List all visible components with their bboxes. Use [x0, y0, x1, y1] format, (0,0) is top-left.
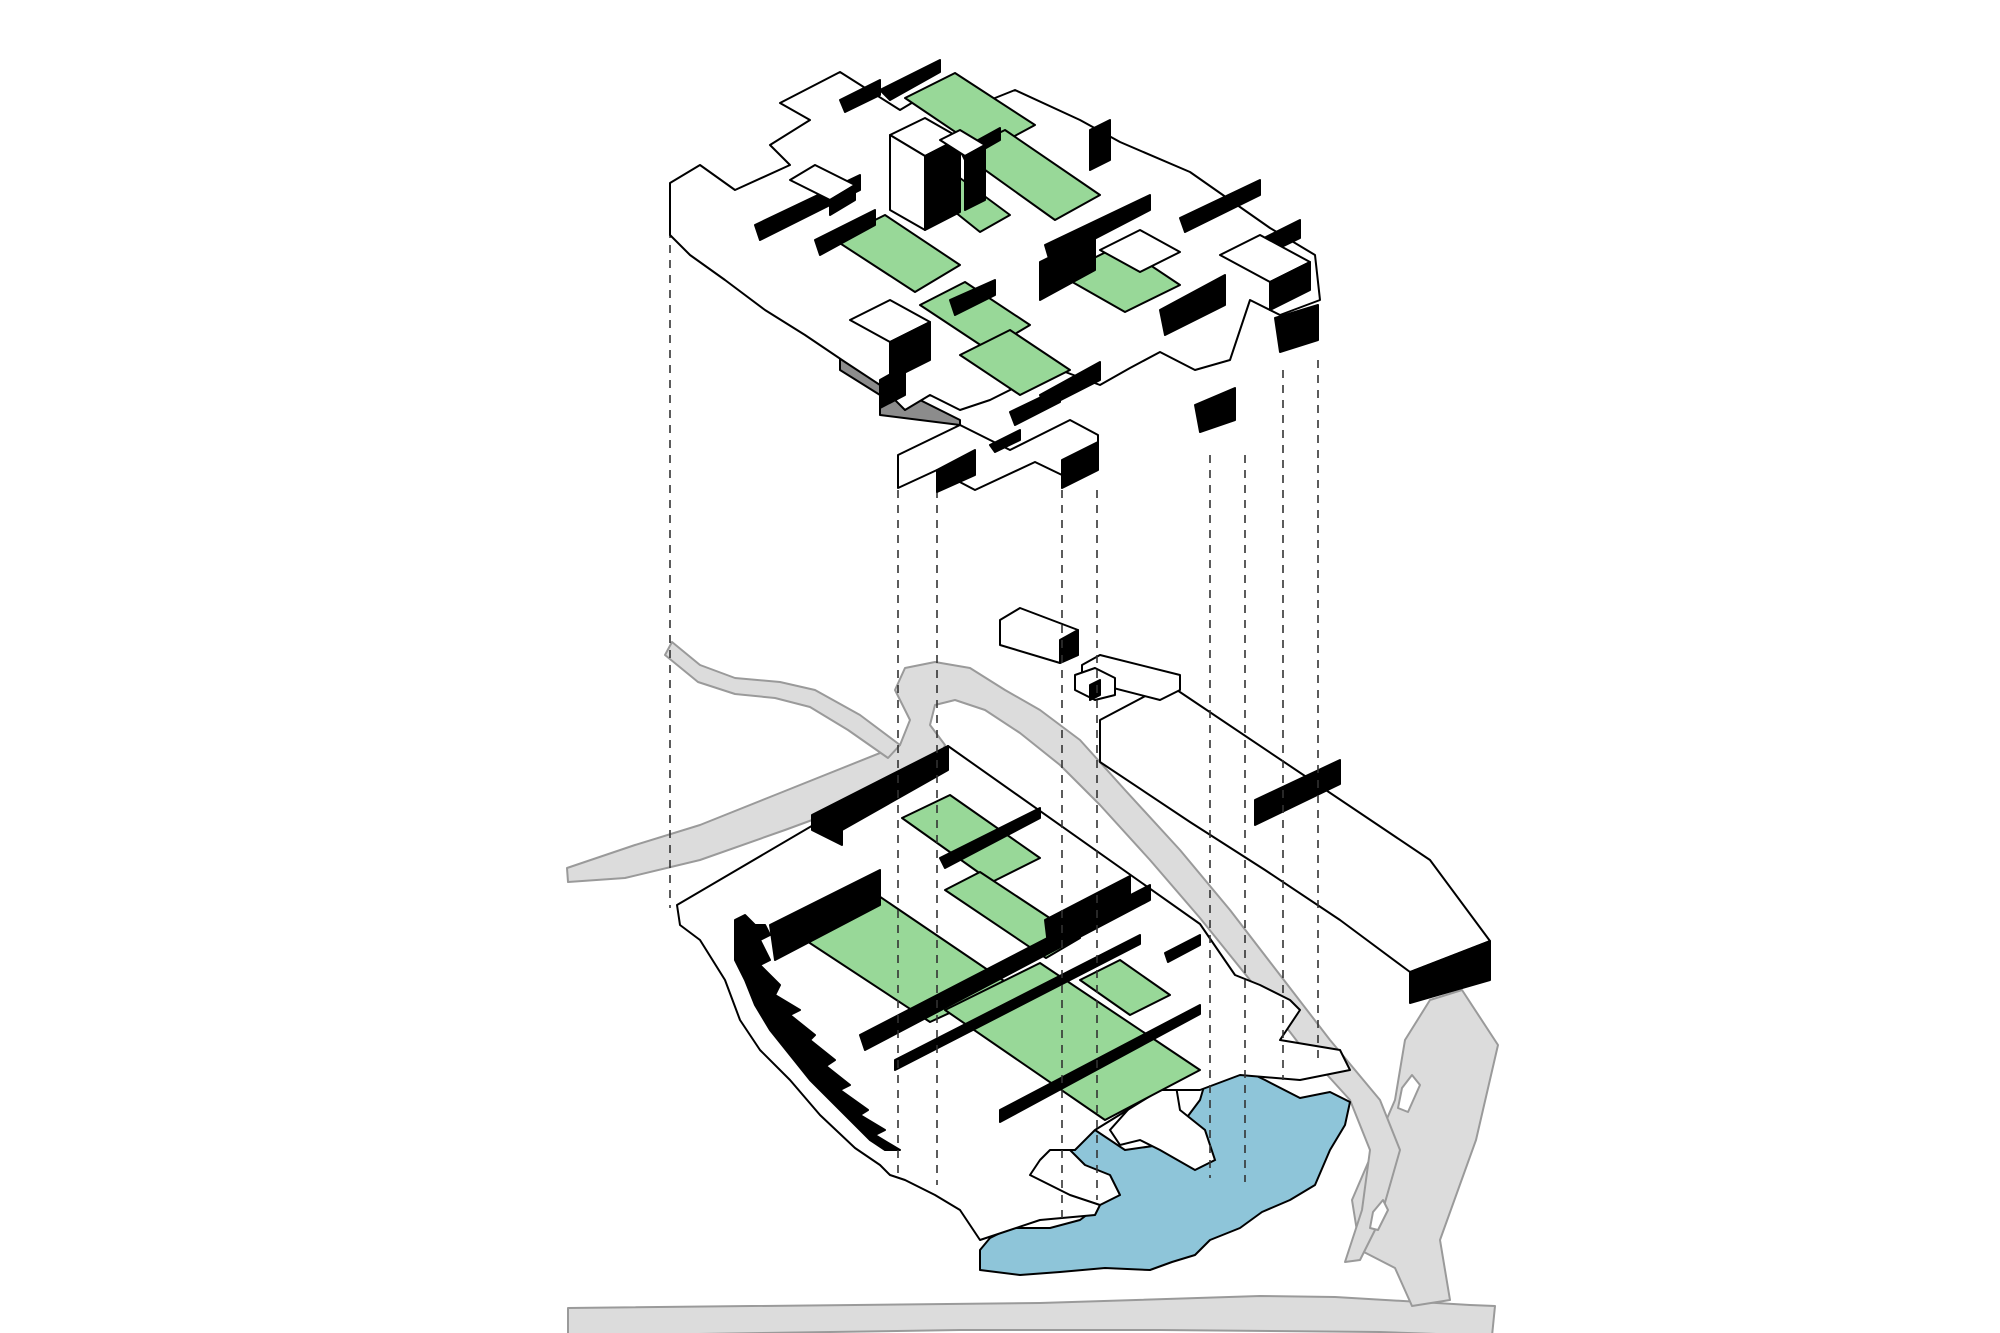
road-network: [566, 641, 1499, 1333]
ground-wall-8: [1164, 934, 1201, 963]
ground-courtyard-5: [1079, 959, 1171, 1016]
upper-wall-9: [1159, 274, 1226, 336]
upper-wall-16: [1179, 179, 1261, 233]
upper-wall-13: [1009, 387, 1061, 426]
upper-wall-3: [1089, 119, 1111, 171]
upper-wall-7: [1044, 194, 1151, 263]
ground-wall-2: [769, 869, 881, 961]
road-north-branch: [664, 641, 901, 759]
upper-wall-6: [814, 209, 876, 256]
connector-side-3: [989, 429, 1021, 453]
upper-building-layer: [669, 59, 1321, 433]
ground-wall-1: [811, 745, 949, 846]
east-long-building: [999, 607, 1491, 1004]
upper-wall-8: [1039, 234, 1096, 301]
long-building-band: [1254, 759, 1341, 826]
road-west-loop: [566, 661, 1401, 1263]
connector-side-1: [936, 449, 976, 493]
upper-courtyard-7: [959, 329, 1071, 396]
road-south: [567, 1295, 1496, 1333]
ground-wall-6: [894, 934, 1141, 1071]
upper-box-3-top: [1099, 229, 1181, 273]
upper-wall-1: [879, 59, 941, 101]
road-east: [1351, 989, 1499, 1307]
upper-box-1-side: [829, 184, 856, 216]
upper-slab: [669, 71, 1321, 411]
upper-wall-10: [1274, 304, 1319, 353]
ground-site-layer: [676, 745, 1351, 1241]
long-building-black-side: [1409, 940, 1491, 1004]
upper-box-2-side: [889, 321, 931, 381]
gatehouse-1-side: [1059, 629, 1079, 664]
upper-wall-15: [949, 279, 996, 316]
long-building-top: [1099, 683, 1491, 973]
upper-tower-2-side: [964, 144, 986, 211]
upper-wall-2: [839, 79, 881, 113]
connector-side-2: [1061, 441, 1099, 489]
road-median: [1397, 1074, 1421, 1113]
ground-wall-7: [999, 1004, 1201, 1123]
upper-box-4-side: [1269, 261, 1311, 311]
road-median-south: [1369, 1199, 1389, 1231]
upper-wall-11: [1194, 387, 1236, 433]
projection-lines: [669, 185, 1319, 1218]
ground-wall-3: [939, 807, 1041, 869]
ground-stepped-edge: [734, 914, 901, 1151]
ground-courtyard-1: [901, 794, 1041, 883]
middle-connector-layer: [897, 419, 1099, 493]
ground-wall-5: [859, 884, 1151, 1051]
